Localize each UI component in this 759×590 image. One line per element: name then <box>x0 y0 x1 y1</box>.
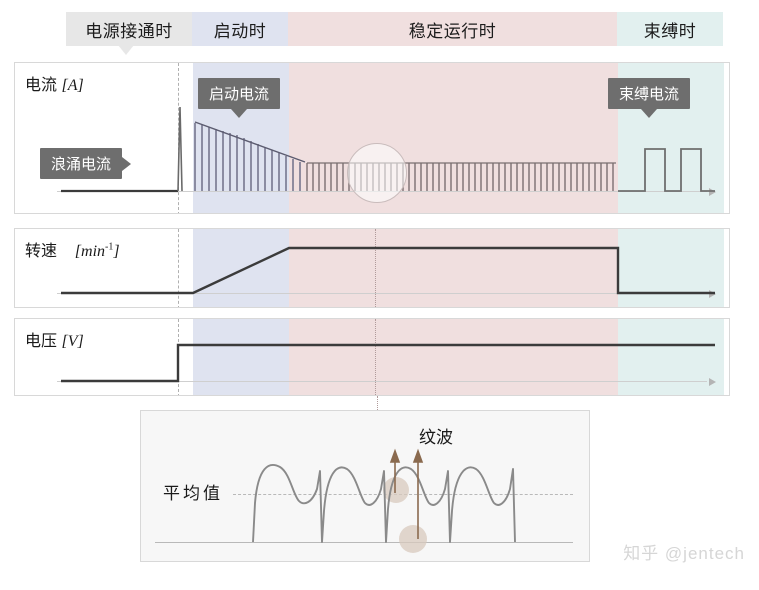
phase-label-power: 电源接通时 <box>66 12 192 46</box>
voltage-waveform <box>61 343 715 383</box>
band-steady-voltage <box>289 319 618 395</box>
callout-inrush-text: 浪涌电流 <box>51 156 112 173</box>
band-start-speed <box>193 229 289 307</box>
phase-restraint-text: 束缚时 <box>643 21 697 41</box>
ripple-label: 纹波 <box>419 428 453 447</box>
current-axis-name: 电流 <box>25 77 58 94</box>
callout-inrush: 浪涌电流 <box>40 148 132 179</box>
voltage-axis-name: 电压 <box>25 333 58 350</box>
band-steady-current <box>289 63 618 213</box>
speed-panel: 转速 [min-1] <box>14 228 730 308</box>
speed-axis-name: 转速 <box>25 243 58 260</box>
ripple-marker-upper <box>383 477 409 503</box>
power-on-marker-speed <box>178 229 179 307</box>
phase-power-text: 电源接通时 <box>85 21 173 41</box>
voltage-axis-unit: [V] <box>61 333 84 350</box>
ripple-detail-panel: 平均值 纹波 <box>140 410 590 562</box>
band-start-voltage <box>193 319 289 395</box>
magnifier-connector-detail <box>377 396 378 412</box>
phase-steady-text: 稳定运行时 <box>408 21 497 41</box>
voltage-axis-arrow <box>709 378 716 386</box>
phase-label-start: 启动时 <box>192 12 288 46</box>
current-axis-label: 电流 [A] <box>25 71 84 95</box>
average-value-label: 平均值 <box>163 484 223 503</box>
speed-waveform <box>61 246 715 295</box>
callout-startup: 启动电流 <box>198 78 281 118</box>
ripple-waveform <box>252 448 516 543</box>
callout-restraint-text: 束缚电流 <box>619 86 680 103</box>
magnifier-connector-voltage <box>375 319 376 395</box>
band-restraint-voltage <box>618 319 724 395</box>
phase-label-restraint: 束缚时 <box>617 12 723 46</box>
callout-inrush-tail <box>122 156 132 171</box>
magnifier-connector-speed <box>375 229 376 307</box>
phase-start-text: 启动时 <box>213 21 267 41</box>
magnifier-lens <box>347 143 407 203</box>
voltage-panel: 电压 [V] <box>14 318 730 396</box>
speed-axis-unit: [min-1] <box>74 241 120 260</box>
phase-power-notch <box>118 45 134 55</box>
callout-restraint: 束缚电流 <box>608 78 691 118</box>
watermark: 知乎 @jentech <box>623 544 745 563</box>
voltage-baseline <box>57 381 707 382</box>
callout-startup-tail <box>231 109 247 118</box>
speed-axis-label: 转速 [min-1] <box>25 237 120 261</box>
band-steady-speed <box>289 229 618 307</box>
voltage-axis-label: 电压 [V] <box>25 327 84 351</box>
current-axis-arrow <box>709 188 716 196</box>
detail-baseline <box>155 542 573 543</box>
callout-startup-text: 启动电流 <box>209 86 270 103</box>
callout-restraint-tail <box>641 109 657 118</box>
speed-baseline <box>57 293 707 294</box>
phase-label-steady: 稳定运行时 <box>288 12 617 46</box>
ripple-marker-lower <box>399 525 427 553</box>
current-axis-unit: [A] <box>61 77 84 94</box>
